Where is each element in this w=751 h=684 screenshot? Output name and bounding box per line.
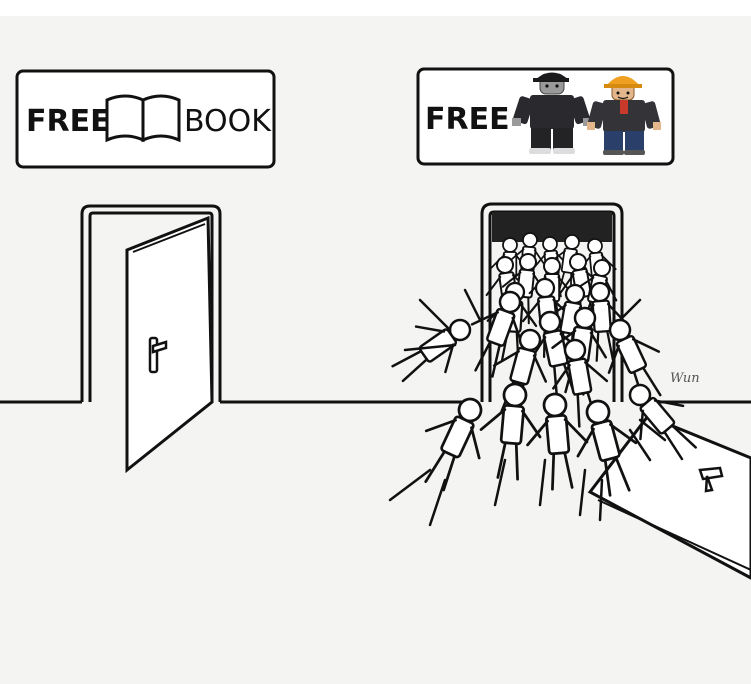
left-sign-free-text: FREE [26, 104, 111, 139]
stick-figure [576, 399, 638, 497]
stick-limb [638, 418, 667, 442]
stick-limb [538, 458, 547, 507]
stick-limb [428, 478, 447, 527]
stick-limb [618, 298, 642, 322]
roblox-character-cap [512, 72, 592, 154]
roblox-characters-icon [512, 72, 661, 155]
stick-figure [424, 397, 483, 492]
fallen-door [587, 414, 751, 580]
open-door[interactable] [125, 215, 214, 474]
stick-limb [418, 298, 452, 332]
stick-limb [403, 343, 457, 352]
stick-limb [493, 458, 507, 507]
stick-limb [463, 288, 482, 322]
right-sign: FREE [416, 67, 675, 166]
right-sign-free-text: FREE [425, 102, 510, 137]
left-doorway [80, 204, 222, 402]
stick-figure [526, 392, 589, 491]
top-strip [0, 0, 751, 16]
stick-limb [598, 478, 604, 522]
stick-limb [628, 428, 652, 462]
open-book-icon [105, 94, 181, 143]
left-sign-book-text: BOOK [184, 104, 272, 139]
fallen-door-handle-icon [698, 466, 724, 493]
stick-figure [575, 281, 627, 362]
roblox-character-builder [587, 76, 661, 155]
stick-limb [388, 468, 432, 502]
stick-figure [470, 290, 524, 378]
left-sign: FREE BOOK [15, 69, 276, 169]
stick-figure [479, 382, 542, 481]
stick-limb [578, 468, 587, 517]
door-handle-icon [148, 336, 168, 374]
stick-figure-crowd [388, 232, 697, 527]
stick-figure [628, 383, 697, 461]
artist-signature: Wun [670, 371, 700, 386]
